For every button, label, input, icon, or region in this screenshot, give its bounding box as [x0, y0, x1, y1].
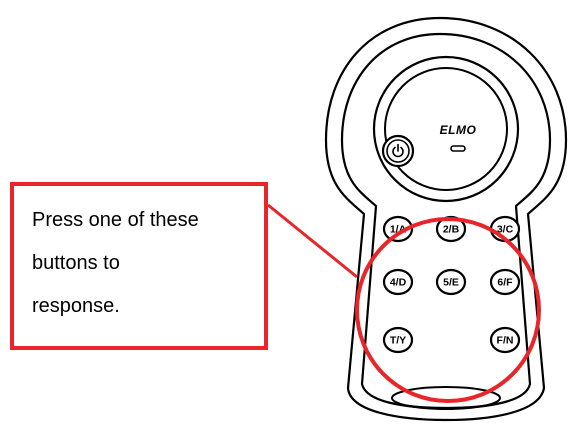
head-outer-ring: [372, 55, 520, 203]
callout-connector: [267, 203, 358, 279]
button-fn[interactable]: F/N: [489, 326, 521, 354]
callout-line-1: Press one of these: [32, 209, 199, 231]
button-fn-label: F/N: [497, 335, 514, 347]
brand-logo: ELMO: [440, 123, 477, 137]
bottom-grip: [391, 386, 501, 410]
button-5e[interactable]: 5/E: [435, 268, 467, 296]
button-2b[interactable]: 2/B: [435, 215, 467, 243]
head-inner-ring: [384, 67, 508, 191]
button-6f-label: 6/F: [497, 277, 513, 289]
callout-line-2: buttons to: [32, 252, 120, 274]
power-button[interactable]: [381, 134, 415, 168]
indicator-slot: [450, 145, 466, 152]
button-3c-label: 3/C: [497, 224, 514, 236]
button-ty[interactable]: T/Y: [382, 326, 414, 354]
highlight-circle: [355, 217, 541, 403]
button-1a[interactable]: 1/A: [382, 215, 414, 243]
button-5e-label: 5/E: [443, 277, 459, 289]
callout-line-3: response.: [32, 295, 120, 317]
button-6f[interactable]: 6/F: [489, 268, 521, 296]
power-icon: [392, 143, 404, 158]
button-2b-label: 2/B: [443, 224, 460, 236]
button-4d-label: 4/D: [390, 277, 407, 289]
button-4d[interactable]: 4/D: [382, 268, 414, 296]
button-ty-label: T/Y: [390, 335, 406, 347]
callout-box: Press one of these buttons to response.: [10, 182, 268, 350]
